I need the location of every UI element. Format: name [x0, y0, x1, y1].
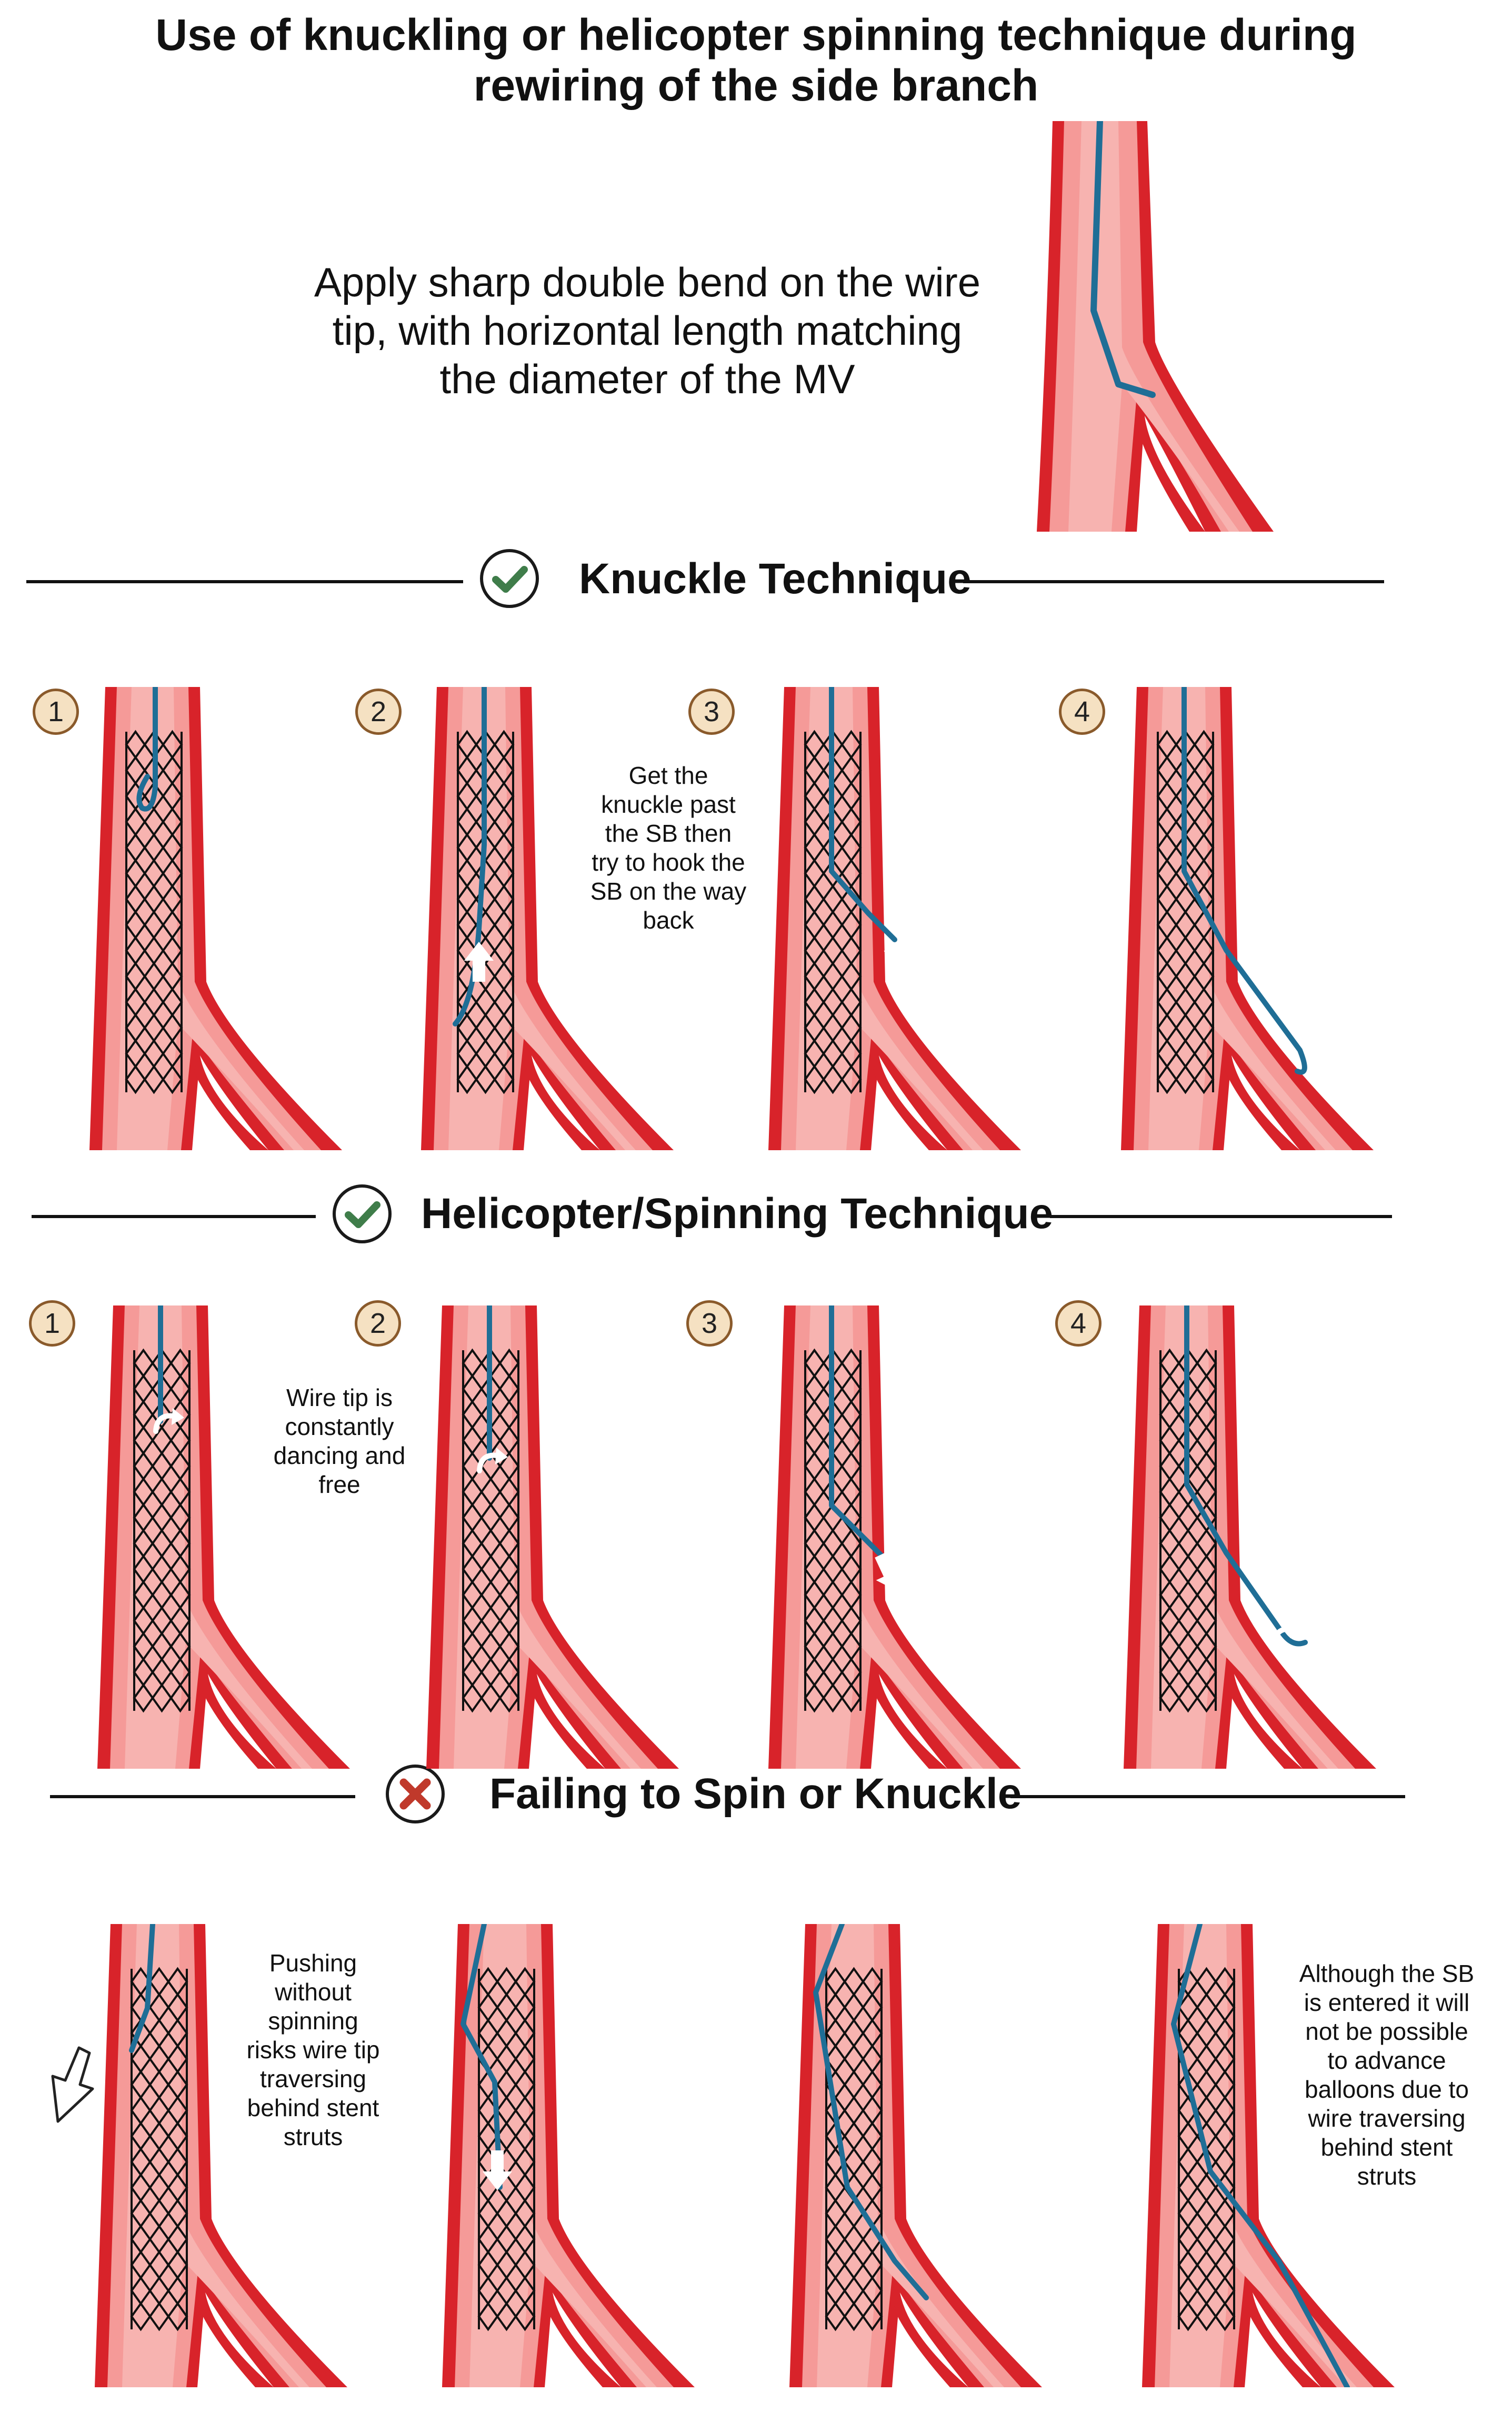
x-badge [386, 1765, 445, 1823]
step-badge: 3 [686, 1300, 733, 1347]
guide-wire [129, 1924, 155, 2053]
guide-wire [453, 687, 487, 1026]
spin-arrow-icon [1271, 1621, 1303, 1647]
divider-line [1050, 1215, 1392, 1218]
guide-wire [1184, 1305, 1308, 1647]
guide-wire [1181, 687, 1307, 1075]
intro-vessel-illustration [1037, 121, 1274, 532]
direction-arrow-icon [464, 942, 494, 982]
direction-arrow-icon [483, 2150, 512, 2190]
guide-wire [829, 1305, 887, 1561]
guide-wire [460, 1924, 503, 2190]
spin-arrow-icon [477, 1448, 508, 1473]
failing-step-4-panel [1142, 1924, 1395, 2387]
stent-struts [130, 1967, 188, 2331]
step-badge: 1 [29, 1300, 75, 1347]
spin-arrow-icon [153, 1408, 184, 1434]
failing-step-1-panel [95, 1924, 347, 2387]
divider-line [50, 1795, 355, 1798]
failing-step-3-panel [789, 1924, 1042, 2387]
failing-note-left: Pushing without spinning risks wire tip … [246, 1949, 380, 2150]
section-title-failing: Failing to Spin or Knuckle [489, 1770, 1022, 1818]
helicopter-note: Wire tip is constantly dancing and free [273, 1384, 406, 1498]
step-badge: 2 [355, 689, 402, 735]
failing-note-right: Although the SB is entered it will not b… [1299, 1960, 1475, 2190]
check-badge [333, 1184, 392, 1243]
helicopter-step-3-panel [768, 1305, 1021, 1769]
check-badge [480, 549, 539, 608]
guide-wire [829, 687, 897, 942]
divider-line [32, 1215, 316, 1218]
knuckle-note: Get the knuckle past the SB then try to … [590, 762, 747, 934]
section-title-helicopter: Helicopter/Spinning Technique [421, 1190, 1054, 1238]
x-icon [399, 1778, 431, 1810]
divider-line [1010, 1795, 1405, 1798]
helicopter-step-2-panel [426, 1305, 679, 1769]
divider-line [26, 580, 463, 583]
divider-line [963, 580, 1384, 583]
knuckle-step-4-panel [1121, 687, 1374, 1150]
direction-arrow-icon [875, 1552, 903, 1591]
intro-instruction: Apply sharp double bend on the wire tip,… [314, 259, 981, 402]
knuckle-step-1-panel [89, 687, 342, 1150]
push-arrow-icon [51, 2046, 94, 2123]
failing-step-2-panel [442, 1924, 695, 2387]
knuckle-step-3-panel [768, 687, 1021, 1150]
section-title-knuckle: Knuckle Technique [579, 555, 972, 603]
stent-struts [825, 1967, 883, 2331]
step-badge: 2 [355, 1300, 401, 1347]
step-badge: 1 [33, 689, 79, 735]
step-badge: 4 [1059, 689, 1105, 735]
guide-wire [813, 1924, 929, 2300]
guide-wire [136, 687, 158, 812]
check-icon [492, 566, 528, 593]
guide-wire [1171, 1924, 1350, 2387]
step-badge: 4 [1055, 1300, 1102, 1347]
check-icon [345, 1201, 380, 1228]
step-badge: 3 [688, 689, 735, 735]
helicopter-step-1-panel [97, 1305, 350, 1769]
knuckle-step-2-panel [421, 687, 674, 1150]
helicopter-step-4-panel [1124, 1305, 1376, 1769]
figure-title: Use of knuckling or helicopter spinning … [155, 10, 1357, 110]
direction-arrow-icon [884, 944, 913, 983]
